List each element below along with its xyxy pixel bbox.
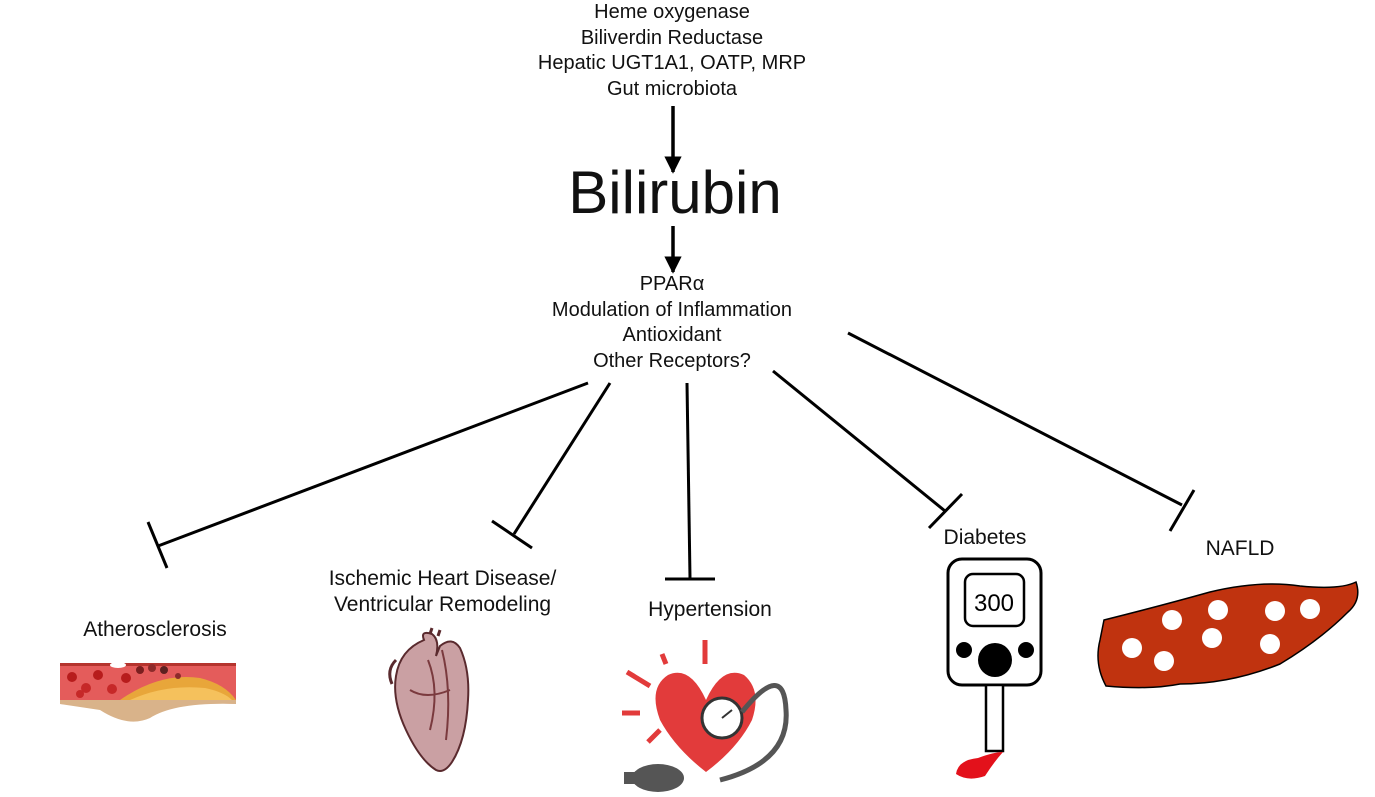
blood-pressure-illustration	[622, 640, 789, 792]
mechanism-item-inflammation: Modulation of Inflammation	[551, 298, 793, 321]
liver-illustration	[1097, 580, 1359, 689]
label-diabetes: Diabetes	[943, 526, 1027, 549]
upstream-item-hepatic-transporters: Hepatic UGT1A1, OATP, MRP	[537, 52, 807, 74]
upstream-item-heme-oxygenase: Heme oxygenase	[594, 1, 750, 23]
label-ischemic-line1: Ischemic Heart Disease/	[328, 567, 557, 590]
mechanism-item-ppar-alpha: PPARα	[639, 273, 705, 295]
mechanism-list: PPARα Modulation of Inflammation Antioxi…	[472, 272, 872, 374]
mechanism-item-other-receptors: Other Receptors?	[593, 349, 751, 372]
inhibition-nafld	[847, 331, 1196, 532]
label-nafld: NAFLD	[1205, 537, 1275, 560]
label-ischemic-heart-disease: Ischemic Heart Disease/ Ventricular Remo…	[290, 566, 595, 618]
upstream-item-gut-microbiota: Gut microbiota	[606, 77, 738, 100]
inhibition-atherosclerosis	[146, 381, 589, 569]
upstream-item-biliverdin-reductase: Biliverdin Reductase	[580, 26, 764, 49]
label-ischemic-line2: Ventricular Remodeling	[333, 593, 552, 616]
label-hypertension: Hypertension	[648, 598, 772, 621]
inhibition-ischemic-heart-disease	[491, 382, 612, 550]
glucometer-illustration	[946, 557, 1043, 779]
heart-illustration	[388, 627, 470, 772]
label-atherosclerosis: Atherosclerosis	[83, 618, 227, 641]
upstream-list: Heme oxygenase Biliverdin Reductase Hepa…	[472, 0, 872, 102]
inhibition-diabetes	[772, 369, 964, 530]
inhibition-hypertension	[665, 382, 715, 581]
glucometer-reading: 300	[974, 590, 1014, 617]
mechanism-item-antioxidant: Antioxidant	[622, 324, 722, 346]
bilirubin-title: Bilirubin	[568, 159, 782, 226]
artery-illustration	[60, 662, 236, 722]
